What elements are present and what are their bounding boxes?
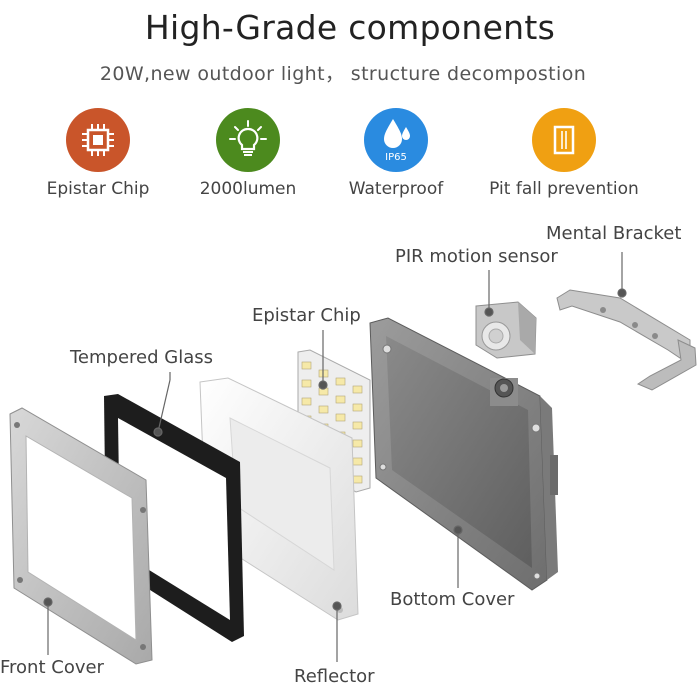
feature-label: Waterproof [348, 179, 444, 199]
label-bottom-cover: Bottom Cover [390, 589, 515, 610]
label-mental-bracket: Mental Bracket [546, 223, 682, 244]
callout-lines [43, 252, 627, 662]
feature-waterproof: IP65 Waterproof [316, 108, 476, 199]
water-drop-icon: IP65 [364, 108, 428, 172]
label-front-cover: Front Cover [0, 657, 104, 678]
page-title: High-Grade components [144, 8, 556, 47]
chip-icon [66, 108, 130, 172]
feature-pit-fall: Pit fall prevention [484, 108, 644, 199]
mounting-bracket [556, 289, 697, 391]
feature-epistar-chip: Epistar Chip [18, 108, 178, 199]
label-tempered-glass: Tempered Glass [70, 347, 214, 368]
label-epistar-chip: Epistar Chip [252, 305, 361, 326]
label-pir-sensor: PIR motion sensor [395, 246, 558, 267]
feature-label: 2000lumen [199, 179, 297, 199]
label-reflector: Reflector [294, 666, 375, 687]
feature-label: Pit fall prevention [489, 179, 639, 199]
lightbulb-icon [216, 108, 280, 172]
bottom-cover-housing [369, 317, 558, 591]
feature-label: Epistar Chip [46, 179, 150, 199]
page-subtitle: 20W,new outdoor light， structure decompo… [99, 63, 587, 85]
ip65-badge: IP65 [385, 152, 407, 163]
door-icon [532, 108, 596, 172]
feature-lumen: 2000lumen [168, 108, 328, 199]
